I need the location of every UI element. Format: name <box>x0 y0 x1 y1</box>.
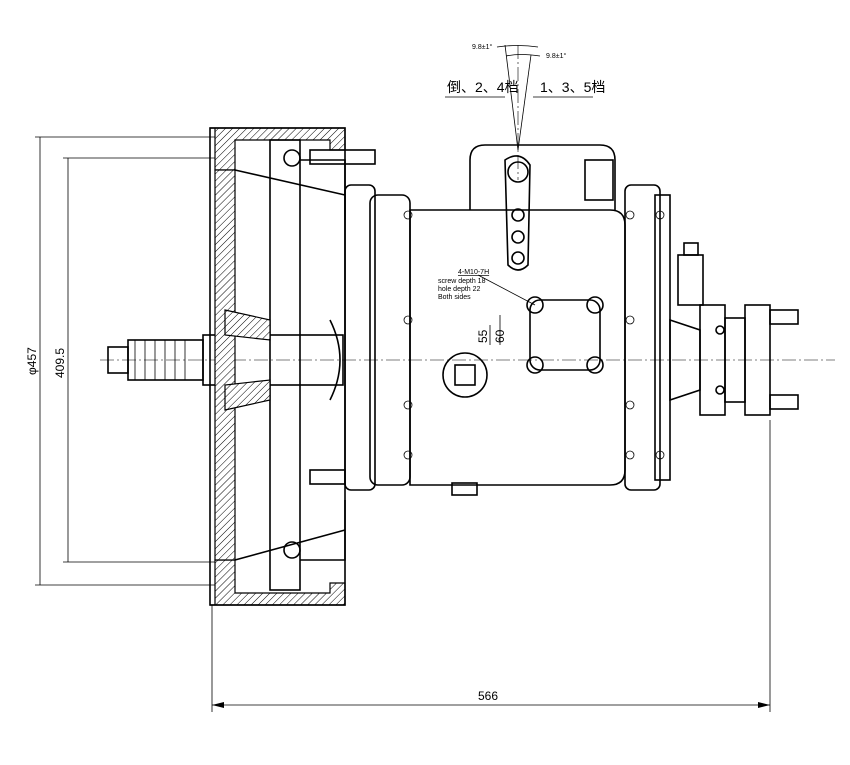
shift-lever <box>496 44 614 271</box>
dimension-overall-length: 566 <box>211 420 771 712</box>
svg-text:4-M10-7H: 4-M10-7H <box>458 269 489 276</box>
svg-text:55: 55 <box>476 329 490 343</box>
svg-text:hole depth 22: hole depth 22 <box>438 286 481 293</box>
dimension-outer-diameter: φ457 <box>25 136 215 586</box>
clutch-bell-housing <box>209 127 376 606</box>
output-flange <box>669 304 799 416</box>
svg-text:60: 60 <box>493 329 507 343</box>
gearbox-housing: 55 60 <box>344 144 671 496</box>
shift-angle-annotation: 9.8±1° 9.8±1° 倒、2、4档 1、3、5档 <box>445 43 605 98</box>
svg-text:1、3、5档: 1、3、5档 <box>540 79 605 95</box>
svg-text:9.8±1°: 9.8±1° <box>546 52 566 60</box>
sensor <box>677 242 704 306</box>
input-shaft <box>107 334 344 386</box>
svg-text:φ457: φ457 <box>25 347 39 375</box>
svg-text:409.5: 409.5 <box>53 348 67 378</box>
dimension-pilot-diameter: 409.5 <box>53 157 215 563</box>
svg-text:566: 566 <box>478 689 498 703</box>
thread-note: 4-M10-7H screw depth 18 hole depth 22 Bo… <box>438 269 536 306</box>
svg-text:倒、2、4档: 倒、2、4档 <box>447 79 519 95</box>
svg-text:9.8±1°: 9.8±1° <box>472 43 492 51</box>
bolt-row <box>403 210 665 460</box>
svg-text:screw depth 18: screw depth 18 <box>438 278 486 285</box>
svg-text:Both sides: Both sides <box>438 294 471 301</box>
mounting-pad <box>526 296 604 374</box>
